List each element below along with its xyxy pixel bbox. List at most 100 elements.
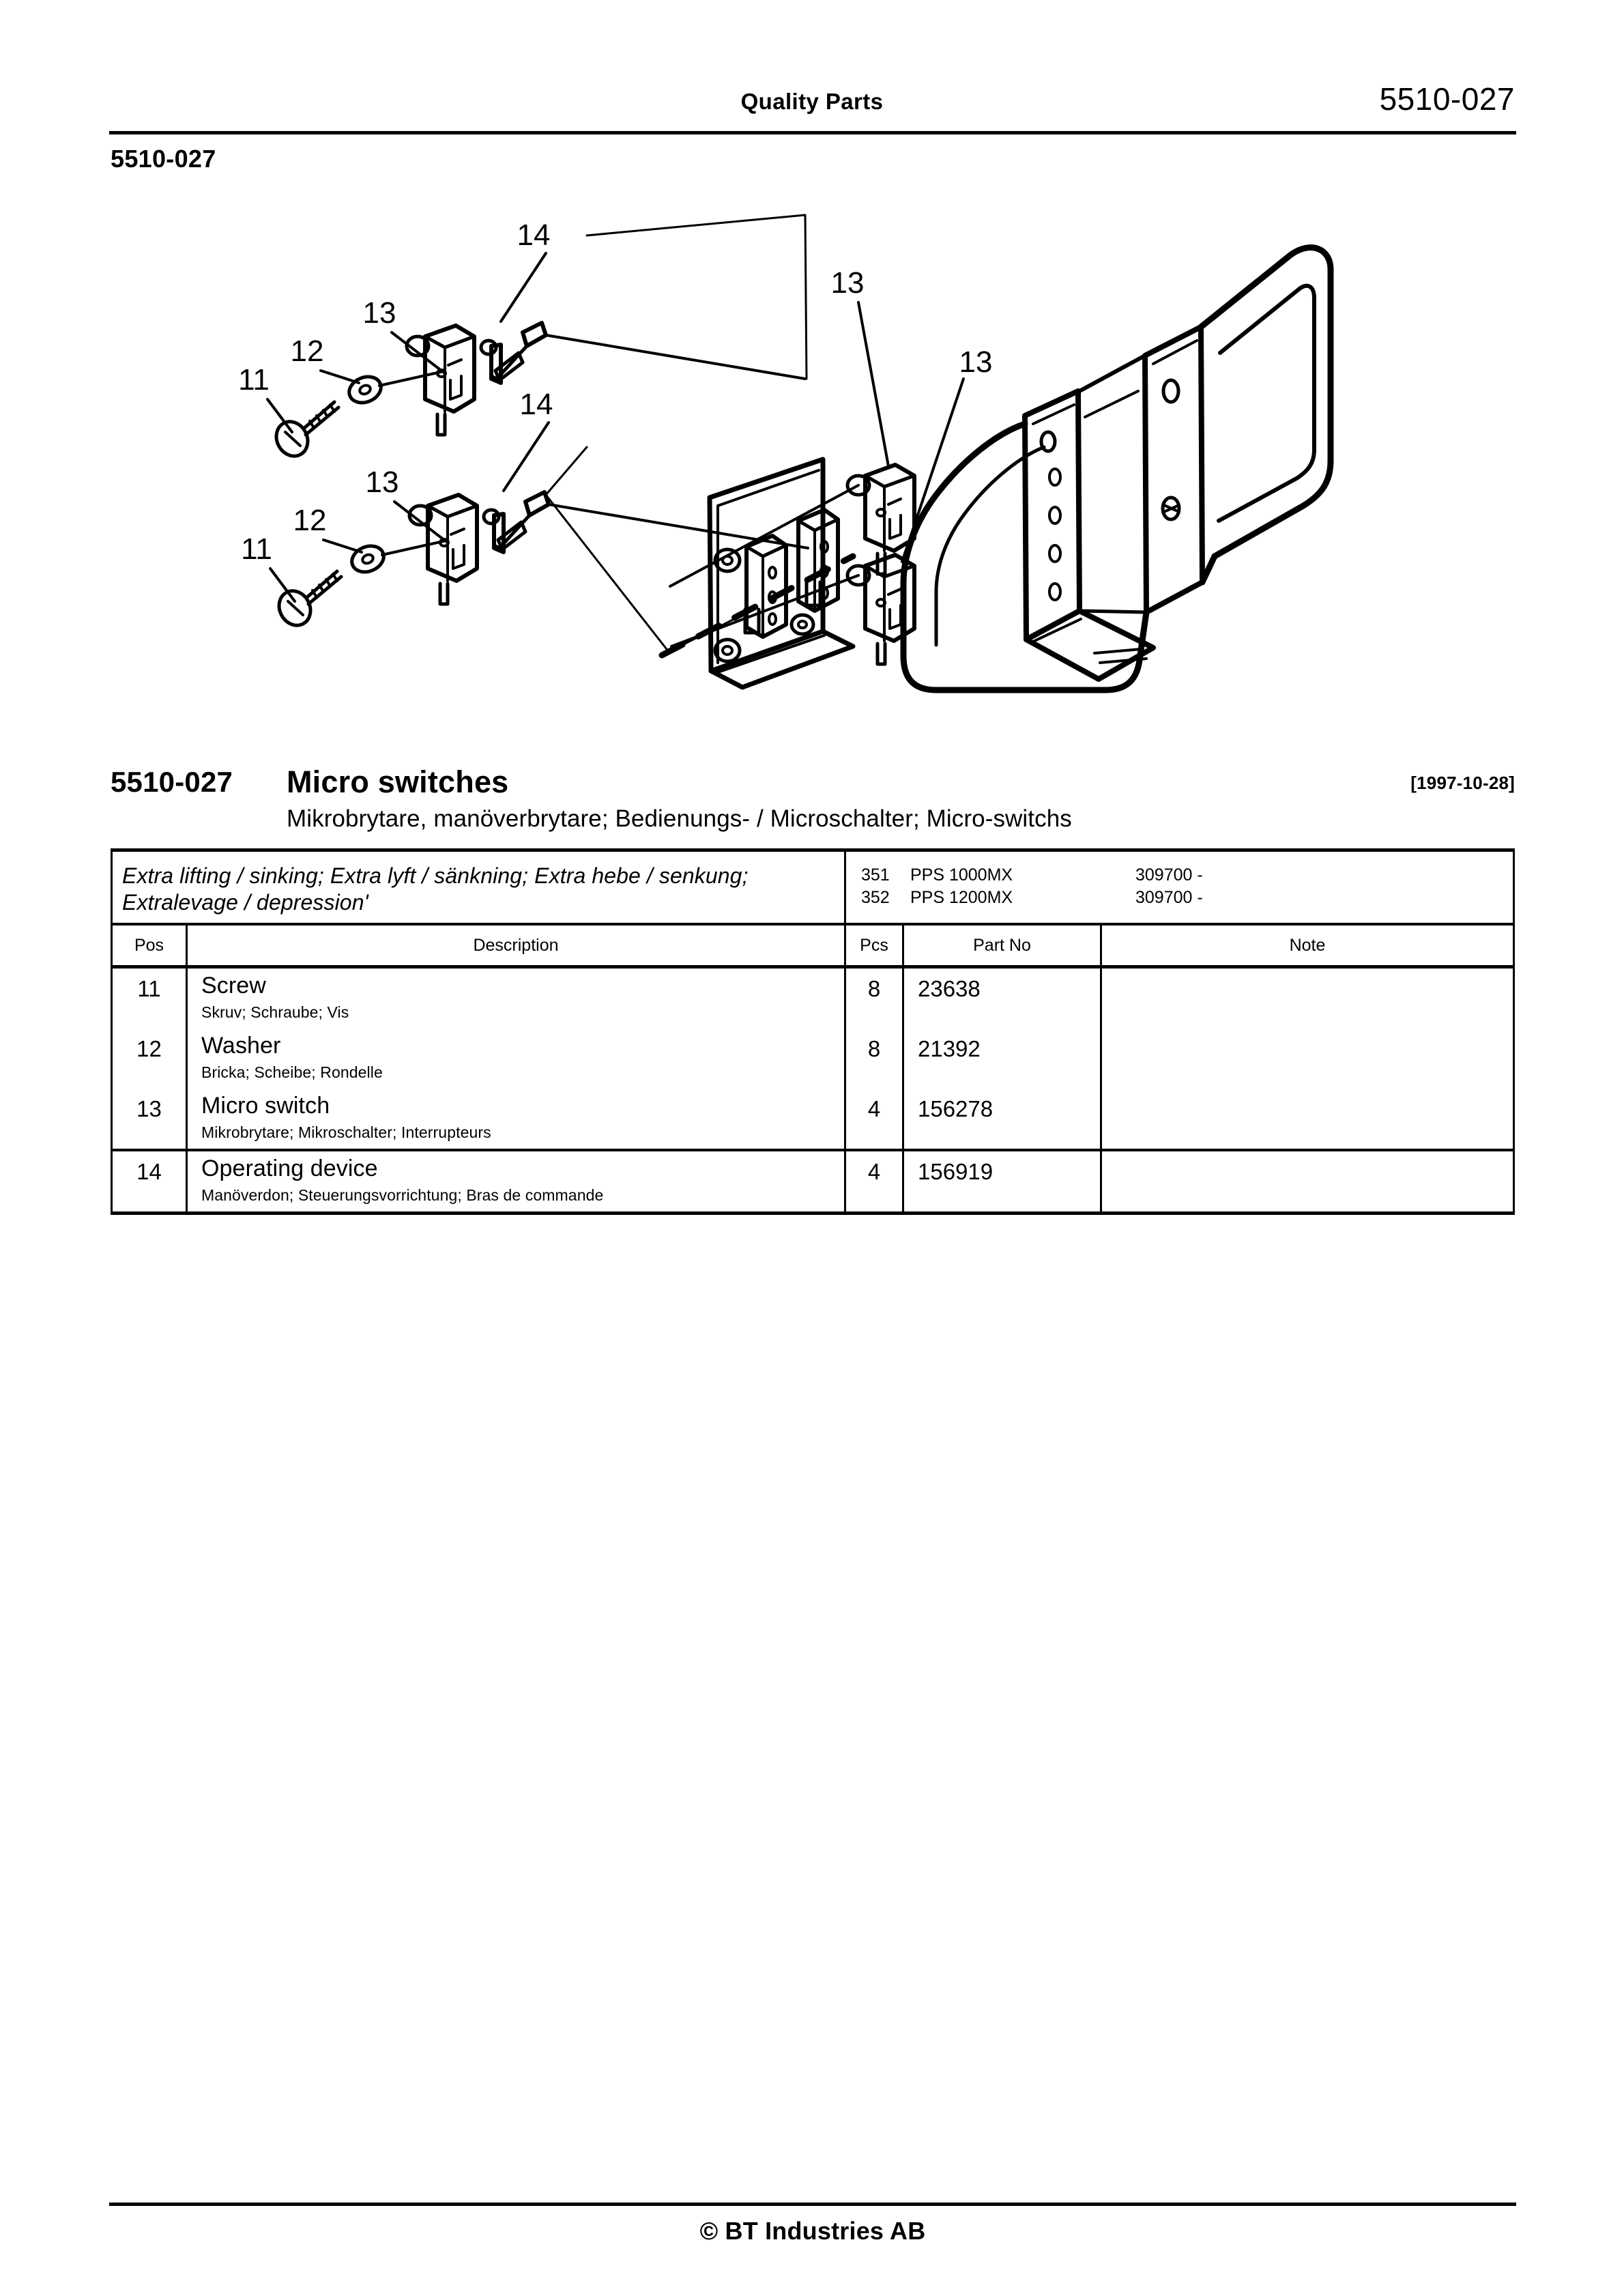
axis-lower xyxy=(381,540,445,556)
cell-part-no: 21392 xyxy=(904,1029,1102,1089)
axis-plate-to-switch-lower xyxy=(670,574,860,648)
cell-part-no: 156919 xyxy=(904,1151,1102,1212)
callout-13-lower: 13 xyxy=(366,465,399,499)
catalog-title: Quality Parts xyxy=(740,89,884,114)
callout-11-lower: 11 xyxy=(241,532,272,566)
model-code: 352 xyxy=(861,887,890,907)
micro-switch-upper xyxy=(405,324,476,437)
micro-switch-right-lower xyxy=(845,553,916,666)
model-row: 351 PPS 1000MX 309700 - xyxy=(861,864,1513,887)
table-row: 14 Operating device Manöverdon; Steuerun… xyxy=(113,1151,1513,1212)
applicability-band: Extra lifting / sinking; Extra lyft / sä… xyxy=(113,852,1513,926)
cell-pos: 11 xyxy=(113,968,188,1029)
cell-note xyxy=(1102,1089,1513,1149)
leader-12-upper xyxy=(319,369,360,384)
description-translated: Mikrobrytare; Mikroschalter; Interrupteu… xyxy=(201,1123,491,1141)
section-number: 5510-027 xyxy=(111,145,216,173)
cell-description: Screw Skruv; Schraube; Vis xyxy=(188,968,846,1029)
operating-device-upper xyxy=(479,321,548,385)
model-name: PPS 1000MX xyxy=(910,865,1013,885)
leader-13-right-lower xyxy=(901,377,965,563)
axis-upper xyxy=(378,371,442,387)
model-row: 352 PPS 1200MX 309700 - xyxy=(861,887,1513,909)
operating-device-lower xyxy=(482,490,551,554)
washer-upper xyxy=(347,375,383,405)
cell-note xyxy=(1102,1151,1513,1211)
cell-pos: 13 xyxy=(113,1089,188,1149)
leader-11-upper xyxy=(266,398,293,433)
screw-upper xyxy=(274,400,340,458)
leader-14-upper xyxy=(499,252,547,323)
model-name: PPS 1200MX xyxy=(910,887,1013,907)
callout-13-right-upper: 13 xyxy=(831,266,865,300)
cell-description: Operating device Manöverdon; Steuerungsv… xyxy=(188,1151,846,1212)
description-primary: Screw xyxy=(201,973,266,999)
cell-pcs: 4 xyxy=(846,1151,904,1212)
column-header-pos: Pos xyxy=(113,925,188,966)
leader-13-upper xyxy=(390,331,446,375)
cell-pcs: 8 xyxy=(846,968,904,1029)
washer-lower xyxy=(350,544,386,574)
section-title-code: 5510-027 xyxy=(111,766,233,798)
column-header-note: Note xyxy=(1289,935,1326,955)
applicability-models: 351 PPS 1000MX 309700 - 352 PPS 1200MX 3… xyxy=(846,852,1513,923)
callout-14-upper: 14 xyxy=(517,218,551,252)
cell-part-no: 23638 xyxy=(904,968,1102,1029)
axis-to-plate-lower xyxy=(547,503,809,549)
description-translated: Manöverdon; Steuerungsvorrichtung; Bras … xyxy=(201,1186,604,1204)
table-row: 11 Screw Skruv; Schraube; Vis 8 23638 xyxy=(113,968,1513,1029)
callout-14-lower: 14 xyxy=(520,388,553,421)
column-header-part-no: Part No xyxy=(904,925,1102,966)
cell-part-no: 156278 xyxy=(904,1089,1102,1149)
description-translated: Skruv; Schraube; Vis xyxy=(201,1003,349,1021)
cell-note xyxy=(1102,1029,1513,1089)
axis-plate-to-switch-upper xyxy=(669,484,860,588)
applicability-description: Extra lifting / sinking; Extra lyft / sä… xyxy=(113,852,846,923)
cell-pcs: 8 xyxy=(846,1029,904,1089)
column-header-description: Description xyxy=(188,925,846,966)
description-primary: Operating device xyxy=(201,1156,378,1182)
table-column-headers: Pos Description Pcs Part No Note xyxy=(113,925,1513,969)
table-body: 11 Screw Skruv; Schraube; Vis 8 23638 12… xyxy=(113,968,1513,1212)
axis-to-plate-upper xyxy=(545,334,807,380)
model-code: 351 xyxy=(861,865,890,885)
callout-12-upper: 12 xyxy=(291,334,324,368)
screw-lower xyxy=(277,569,343,627)
page-section-code: 5510-027 xyxy=(1379,81,1515,117)
section-title-block: 5510-027 Micro switches [1997-10-28] Mik… xyxy=(111,764,1516,844)
leader-13-right-upper xyxy=(857,301,890,468)
footer-divider xyxy=(109,2202,1516,2206)
cell-description: Washer Bricka; Scheibe; Rondelle xyxy=(188,1029,846,1089)
callout-11-upper: 11 xyxy=(238,363,270,397)
table-row: 13 Micro switch Mikrobrytare; Mikroschal… xyxy=(113,1089,1513,1152)
leader-14-lower xyxy=(502,421,550,492)
header-divider xyxy=(109,131,1516,134)
callout-13-right-lower: 13 xyxy=(959,345,993,379)
tiller-frame-assembly xyxy=(900,244,1334,693)
cell-pos: 12 xyxy=(113,1029,188,1089)
cell-pos: 14 xyxy=(113,1151,188,1212)
cell-description: Micro switch Mikrobrytare; Mikroschalter… xyxy=(188,1089,846,1149)
column-header-pcs: Pcs xyxy=(846,925,904,966)
section-title-subtitle: Mikrobrytare, manöverbrytare; Bedienungs… xyxy=(287,805,1072,832)
description-primary: Washer xyxy=(201,1033,281,1059)
exploded-parts-diagram: 14 13 12 11 13 14 13 12 11 13 xyxy=(109,174,1515,741)
cell-note xyxy=(1102,968,1513,1029)
mounting-plate xyxy=(707,457,856,690)
description-translated: Bricka; Scheibe; Rondelle xyxy=(201,1063,383,1081)
leader-12-lower xyxy=(322,539,363,554)
page-header: Quality Parts 5510-027 xyxy=(109,81,1515,130)
model-serial: 309700 - xyxy=(1135,865,1203,885)
callout-numbers: 14 13 12 11 13 14 13 12 11 13 xyxy=(238,218,992,566)
micro-switch-lower xyxy=(407,493,479,606)
cell-pcs: 4 xyxy=(846,1089,904,1149)
leader-13-lower xyxy=(393,500,449,544)
parts-table: Extra lifting / sinking; Extra lyft / sä… xyxy=(111,848,1515,1216)
leader-11-lower xyxy=(269,567,296,603)
footer-copyright: © BT Industries AB xyxy=(699,2217,926,2245)
callout-12-lower: 12 xyxy=(293,504,327,537)
callout-13-upper: 13 xyxy=(363,296,396,330)
table-row: 12 Washer Bricka; Scheibe; Rondelle 8 21… xyxy=(113,1029,1513,1089)
section-title-name: Micro switches xyxy=(287,764,509,799)
